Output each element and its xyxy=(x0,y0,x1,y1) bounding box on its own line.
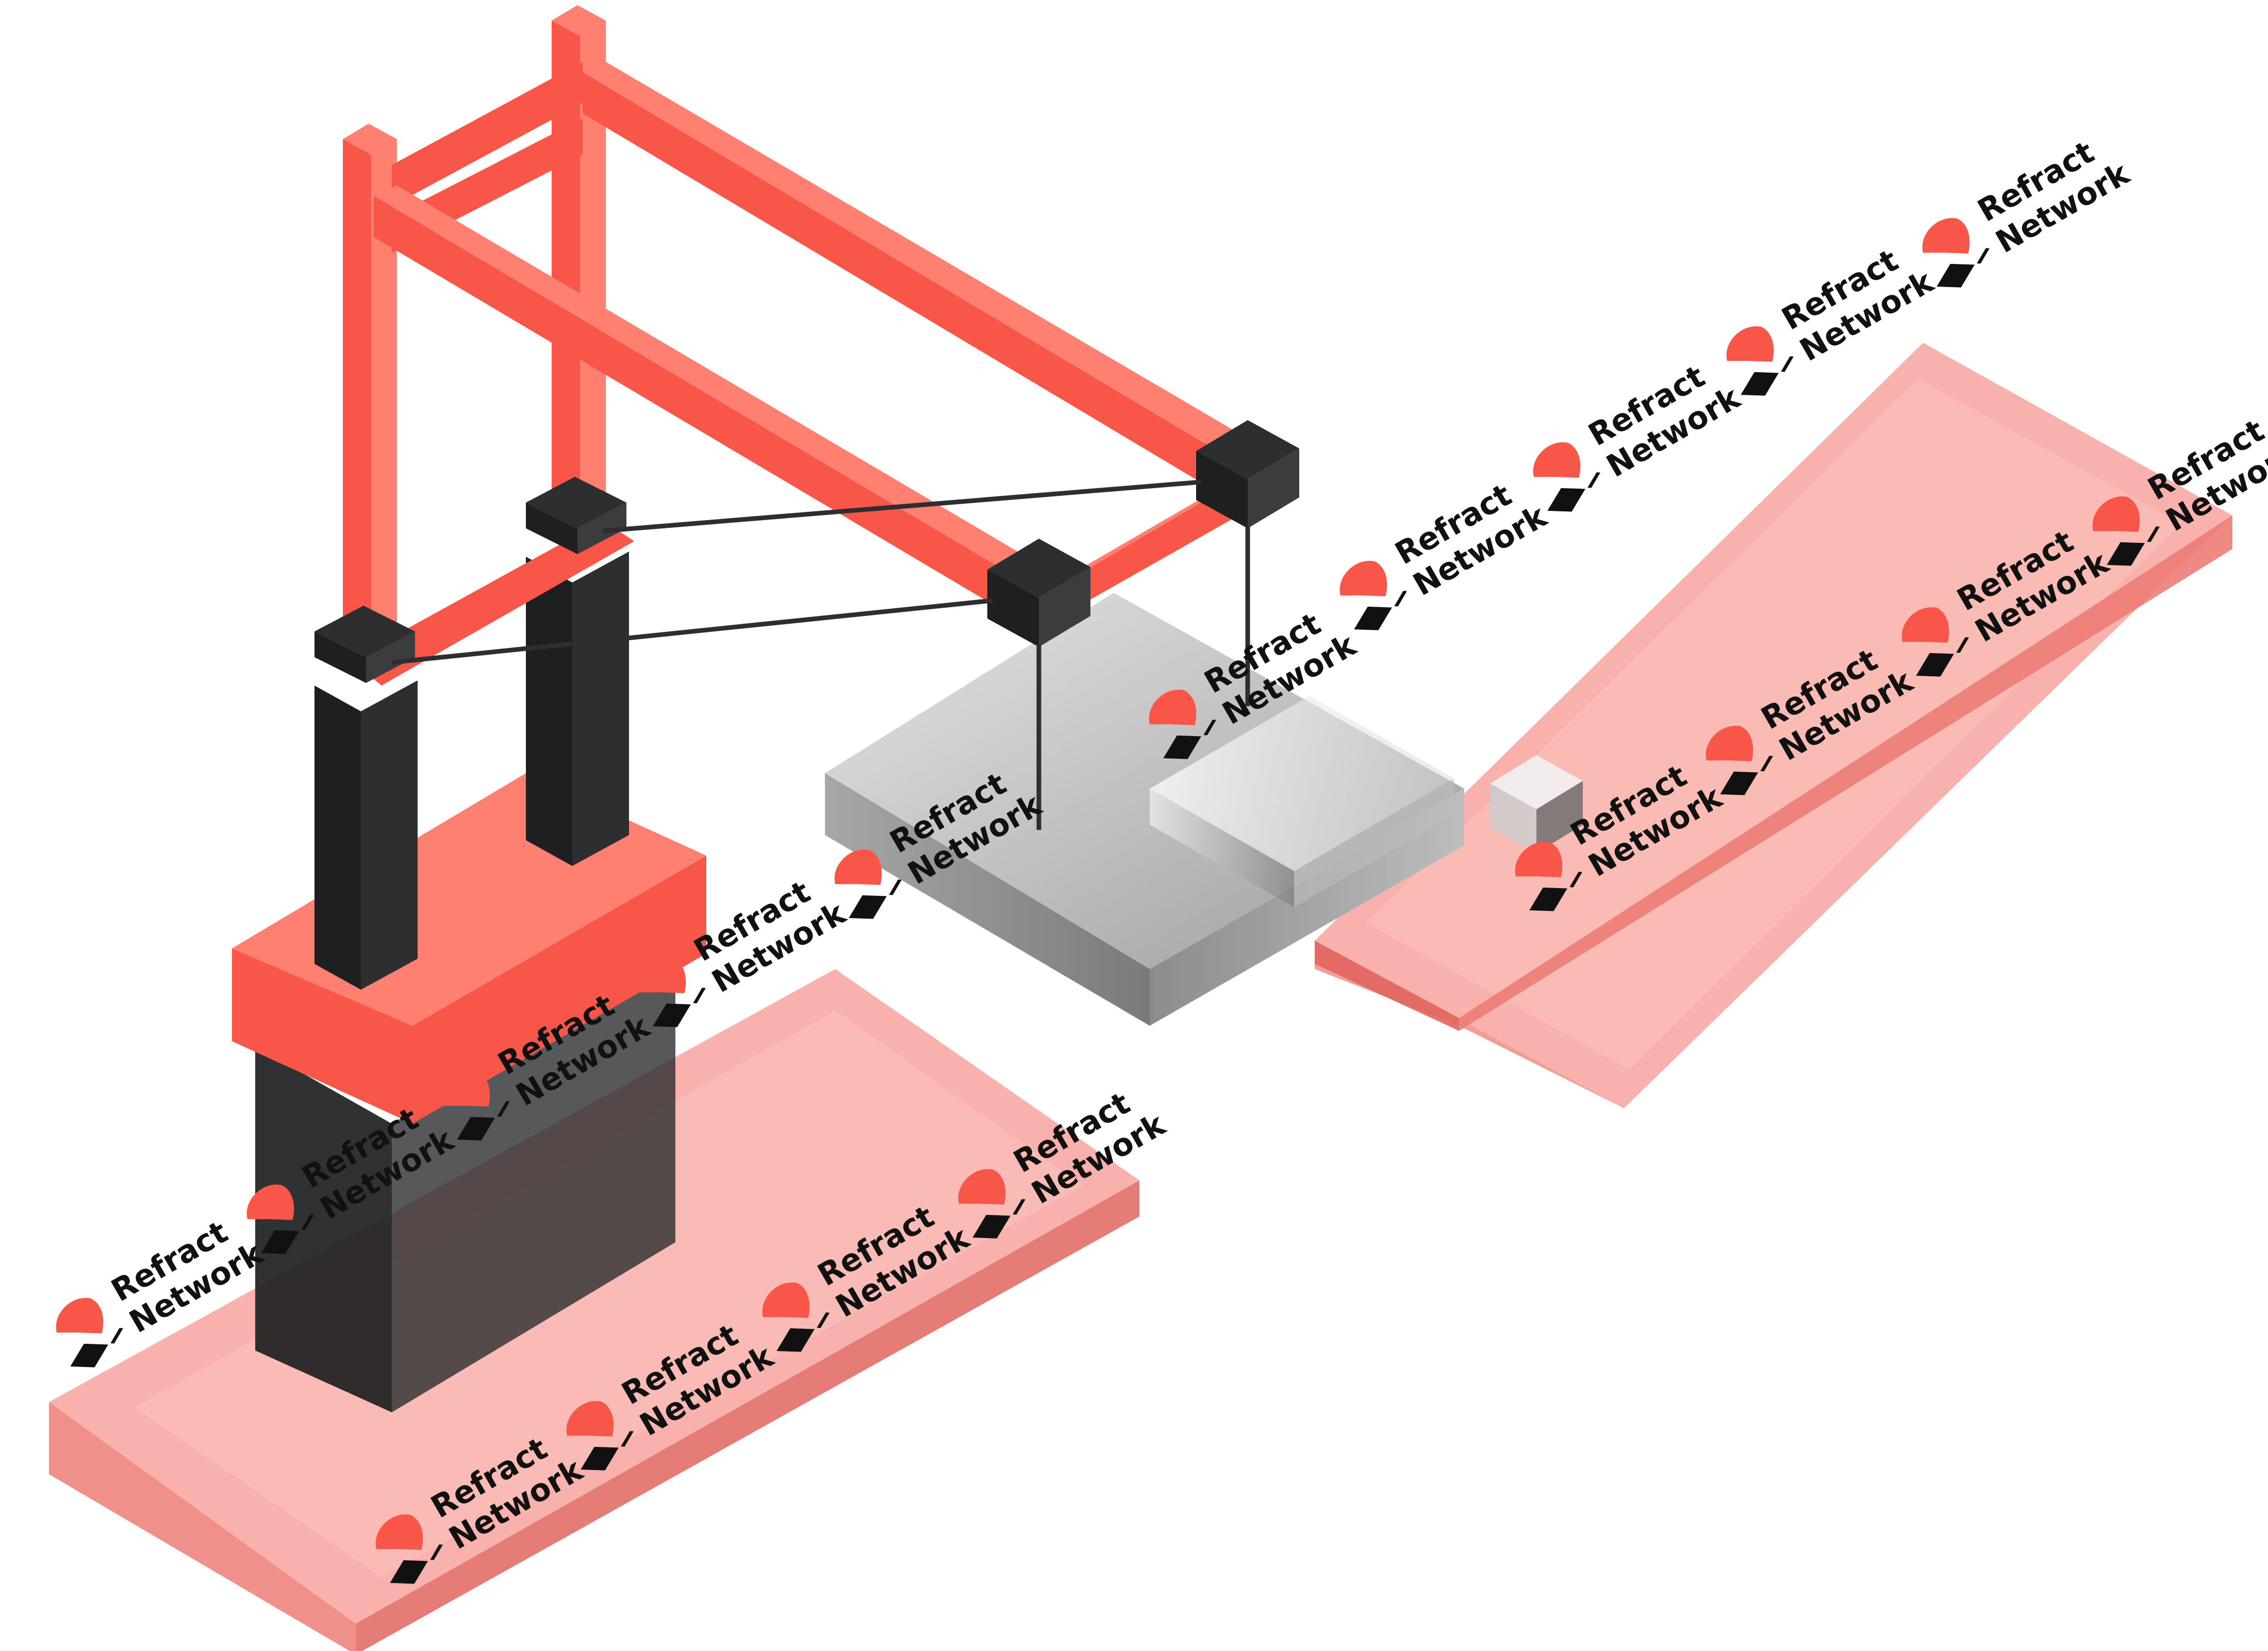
robot-base xyxy=(232,552,706,1412)
right-belt-right-side xyxy=(1459,515,2232,1031)
left-belt-right-side xyxy=(356,1180,1139,1651)
column-2-side xyxy=(572,552,629,866)
cables xyxy=(391,479,1250,830)
gantry-frame xyxy=(343,5,1273,686)
pedestal-left xyxy=(255,1046,392,1412)
platform-left-side xyxy=(825,773,1150,1026)
pedestal-right xyxy=(392,959,675,1412)
column-1-front xyxy=(314,686,361,990)
post-1-front xyxy=(343,139,371,644)
left-belt-front-side xyxy=(49,1402,356,1651)
post-1-side xyxy=(371,139,397,644)
post-collars xyxy=(314,477,626,683)
right-belt-front-side xyxy=(1315,941,1459,1031)
column-2-front xyxy=(526,557,572,866)
glass-slab xyxy=(1150,696,1454,907)
base-left xyxy=(232,948,412,1124)
gantry-cubes xyxy=(987,420,1299,647)
left-belt-highlight xyxy=(134,1010,1083,1577)
base-right xyxy=(412,856,706,1124)
post-2-side xyxy=(580,21,606,510)
top-beam-back xyxy=(583,62,1273,469)
glass-cube xyxy=(1490,755,1583,853)
left-conveyor-belt xyxy=(49,969,1139,1651)
top-beam-front xyxy=(374,186,1057,588)
right-conveyor-belt xyxy=(1315,343,2232,1108)
right-belt-highlight xyxy=(1366,379,2181,1070)
column-1-side xyxy=(361,680,418,990)
